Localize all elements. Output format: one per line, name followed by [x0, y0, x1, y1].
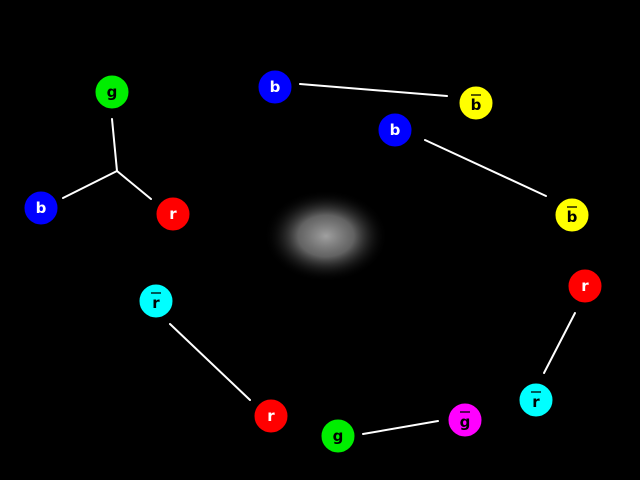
quark-circle — [458, 85, 494, 121]
quark-label: r — [152, 294, 160, 312]
quark-label: b — [36, 199, 47, 217]
bond-junction-g — [111, 118, 118, 172]
quark-label: r — [169, 205, 177, 223]
quark-label: b — [270, 78, 281, 96]
bonds — [62, 83, 576, 435]
quark-circle — [567, 268, 603, 304]
bond-meson-4 — [169, 323, 251, 401]
quark-circle — [320, 418, 356, 454]
quark-label: b — [390, 121, 401, 139]
quark-circle — [377, 112, 413, 148]
antiquark-b[interactable]: b — [554, 197, 590, 233]
quark-label: r — [267, 407, 275, 425]
quark-circle — [518, 382, 554, 418]
bond-junction-r — [116, 170, 152, 200]
bond-meson-3 — [543, 312, 576, 374]
quark-g[interactable]: g — [320, 418, 356, 454]
antiquark-b[interactable]: b — [458, 85, 494, 121]
quark-label: r — [581, 277, 589, 295]
quark-label: g — [107, 83, 118, 101]
quark-label: r — [532, 393, 540, 411]
bond-meson-2 — [424, 139, 547, 197]
quark-r[interactable]: r — [253, 398, 289, 434]
quark-label: b — [471, 96, 482, 114]
particles: g b r b b b b r r r r g g — [23, 69, 603, 454]
central-glow — [264, 190, 388, 282]
quark-circle — [554, 197, 590, 233]
quark-circle — [94, 74, 130, 110]
quark-label: b — [567, 208, 578, 226]
bond-meson-5 — [362, 420, 439, 435]
antiquark-g[interactable]: g — [447, 402, 483, 438]
quark-label: g — [460, 413, 471, 431]
quark-b[interactable]: b — [257, 69, 293, 105]
quark-g[interactable]: g — [94, 74, 130, 110]
quark-b[interactable]: b — [23, 190, 59, 226]
bond-meson-1 — [299, 83, 448, 97]
quark-r[interactable]: r — [155, 196, 191, 232]
quark-label: g — [333, 427, 344, 445]
quark-circle — [447, 402, 483, 438]
bond-junction-b — [62, 170, 118, 199]
quark-circle — [257, 69, 293, 105]
quark-circle — [253, 398, 289, 434]
quark-circle — [23, 190, 59, 226]
quark-circle — [138, 283, 174, 319]
antiquark-r[interactable]: r — [518, 382, 554, 418]
antiquark-r[interactable]: r — [138, 283, 174, 319]
quark-circle — [155, 196, 191, 232]
quark-r[interactable]: r — [567, 268, 603, 304]
quark-b[interactable]: b — [377, 112, 413, 148]
